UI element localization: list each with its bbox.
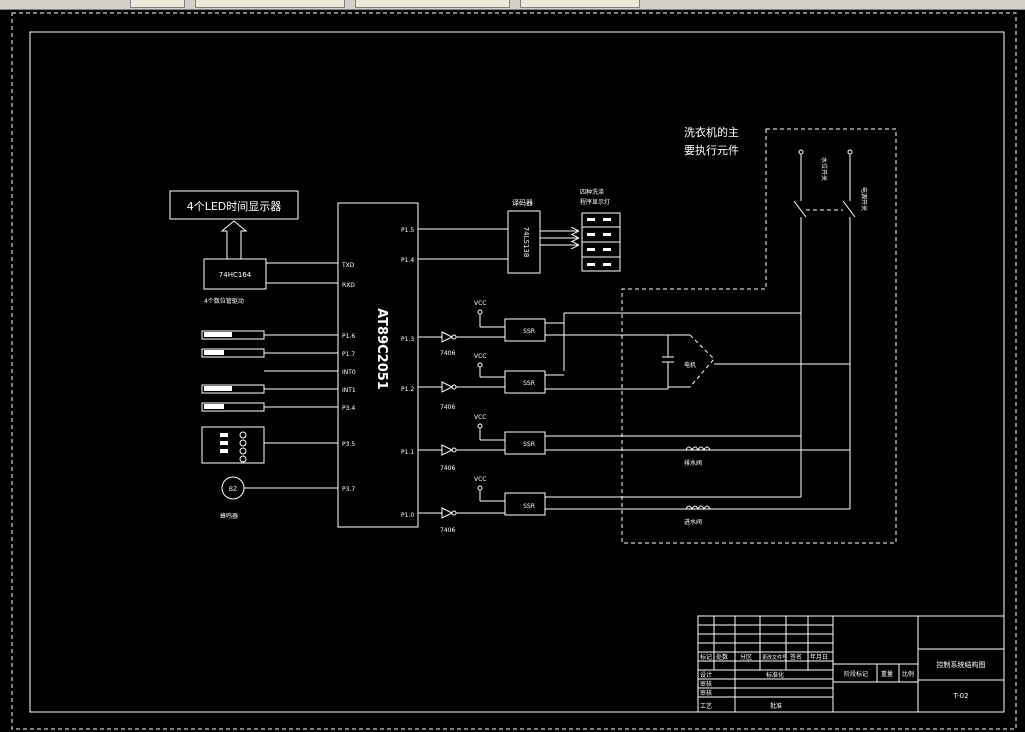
decoder-block: 译码器 74LS138 bbox=[418, 199, 578, 274]
tb-mark: 标记 bbox=[700, 653, 712, 661]
tb-check: 审核 bbox=[700, 680, 712, 688]
actuator-title: 要执行元件 bbox=[684, 143, 739, 157]
status-lights-block: 四种洗涤 程序显示灯 bbox=[580, 188, 621, 272]
tb-approver: 批准 bbox=[770, 702, 782, 710]
mcu-pin: TXD bbox=[341, 262, 355, 269]
vcc-label: VCC bbox=[474, 476, 486, 483]
input-switches bbox=[201, 330, 338, 412]
title-block: 标记 处数 分区 更改文件号 签名 年月日 设计 标准化 审核 审核 工艺 批准… bbox=[697, 615, 1005, 713]
mcu-pin: P1.0 bbox=[401, 512, 414, 519]
mcu-pin: INT1 bbox=[342, 387, 356, 394]
power-switch-label: 电源开关 bbox=[860, 187, 868, 211]
inlet-valve-label: 进水阀 bbox=[684, 518, 702, 526]
toolbar-tab[interactable] bbox=[195, 0, 345, 8]
valves-section: 排水阀 进水阀 bbox=[545, 435, 850, 526]
driver-label: 7406 bbox=[440, 404, 455, 411]
mcu-pin: P1.4 bbox=[401, 257, 414, 264]
mcu-pin: INT0 bbox=[342, 369, 356, 376]
shift-register-block: 74HC164 4个数位管驱动 bbox=[203, 258, 267, 305]
mcu-block: AT89C2051 TXD RXD P1.6 P1.7 INT0 INT1 P3… bbox=[337, 202, 419, 528]
tb-date: 年月日 bbox=[810, 653, 828, 661]
mcu-pin: RXD bbox=[342, 282, 355, 289]
tb-standardization: 标准化 bbox=[766, 671, 784, 679]
mcu-pin: P3.4 bbox=[342, 405, 355, 412]
buzzer-label: 蜂鸣器 bbox=[220, 512, 238, 520]
ssr-label: SSR bbox=[523, 328, 535, 335]
sheet-border-inner bbox=[29, 31, 1005, 713]
mcu-pin: P1.7 bbox=[342, 351, 355, 358]
toolbar-tab[interactable] bbox=[355, 0, 510, 8]
status-lights-title: 程序显示灯 bbox=[580, 198, 610, 206]
tb-weight: 重量 bbox=[881, 670, 893, 678]
tb-scale: 比例 bbox=[902, 670, 914, 678]
tb-stage: 阶段标记 bbox=[844, 670, 868, 678]
tb-designer: 设计 bbox=[700, 671, 712, 679]
mcu-label: AT89C2051 bbox=[374, 308, 389, 390]
mcu-pin: P1.5 bbox=[401, 227, 414, 234]
motor-label: 电机 bbox=[684, 361, 696, 369]
actuator-region: 洗衣机的主 要执行元件 bbox=[621, 125, 897, 544]
mcu-pin: P1.3 bbox=[401, 336, 414, 343]
tb-process: 工艺 bbox=[700, 702, 712, 710]
driver-label: 7406 bbox=[440, 527, 455, 534]
ssr-label: SSR bbox=[523, 503, 535, 510]
sheet-border-outer bbox=[11, 12, 1017, 730]
ssr-label: SSR bbox=[523, 441, 535, 448]
mcu-pin: P1.1 bbox=[401, 449, 414, 456]
tb-count: 处数 bbox=[716, 653, 728, 661]
driver-label: 7406 bbox=[440, 350, 455, 357]
mcu-pin: P1.6 bbox=[342, 333, 355, 340]
mcu-pin: P1.2 bbox=[401, 386, 414, 393]
tb-zone: 分区 bbox=[740, 653, 752, 661]
power-switches: 水位开关 电源开关 bbox=[793, 149, 868, 509]
tb-signature: 签名 bbox=[790, 653, 802, 661]
led-display-label: 4个LED时间显示器 bbox=[187, 200, 282, 213]
actuator-title: 洗衣机的主 bbox=[684, 125, 739, 139]
mcu-pin: P3.5 bbox=[342, 441, 355, 448]
tb-drawing-number: T-02 bbox=[952, 692, 968, 700]
window-toolbar bbox=[0, 0, 1025, 10]
toolbar-tab[interactable] bbox=[520, 0, 640, 8]
digit-drive-label: 4个数位管驱动 bbox=[204, 297, 244, 305]
vcc-label: VCC bbox=[474, 353, 486, 360]
ssr-label: SSR bbox=[523, 380, 535, 387]
driver-label: 7406 bbox=[440, 465, 455, 472]
drain-valve-label: 排水阀 bbox=[684, 459, 702, 467]
vcc-label: VCC bbox=[474, 300, 486, 307]
vcc-label: VCC bbox=[474, 414, 486, 421]
status-lights-title: 四种洗涤 bbox=[580, 188, 604, 196]
mcu-pin: P3.7 bbox=[342, 486, 355, 493]
decoder-title: 译码器 bbox=[512, 199, 533, 207]
buzzer: BZ 蜂鸣器 bbox=[220, 476, 338, 520]
program-select-box bbox=[201, 426, 338, 464]
buzzer-symbol: BZ bbox=[229, 486, 237, 493]
decoder-chip-label: 74LS138 bbox=[522, 227, 530, 258]
tb-change-doc: 更改文件号 bbox=[762, 654, 787, 661]
tb-drawing-title: 控制系统结构图 bbox=[937, 660, 986, 669]
led-display-block: 4个LED时间显示器 bbox=[169, 190, 299, 220]
cad-drawing[interactable]: AT89C2051 TXD RXD P1.6 P1.7 INT0 INT1 P3… bbox=[0, 9, 1025, 732]
tb-reviewer: 审核 bbox=[700, 689, 712, 697]
driver-ssr-channels: 7406 VCC SSR 7406 VCC SSR 7406 VCC SSR 7… bbox=[418, 300, 546, 534]
motor-section: 电机 bbox=[545, 312, 850, 390]
water-level-switch-label: 水位开关 bbox=[820, 157, 828, 181]
toolbar-tab[interactable] bbox=[130, 0, 185, 8]
shift-register-label: 74HC164 bbox=[219, 271, 252, 279]
arrow-up-icon bbox=[220, 220, 248, 259]
